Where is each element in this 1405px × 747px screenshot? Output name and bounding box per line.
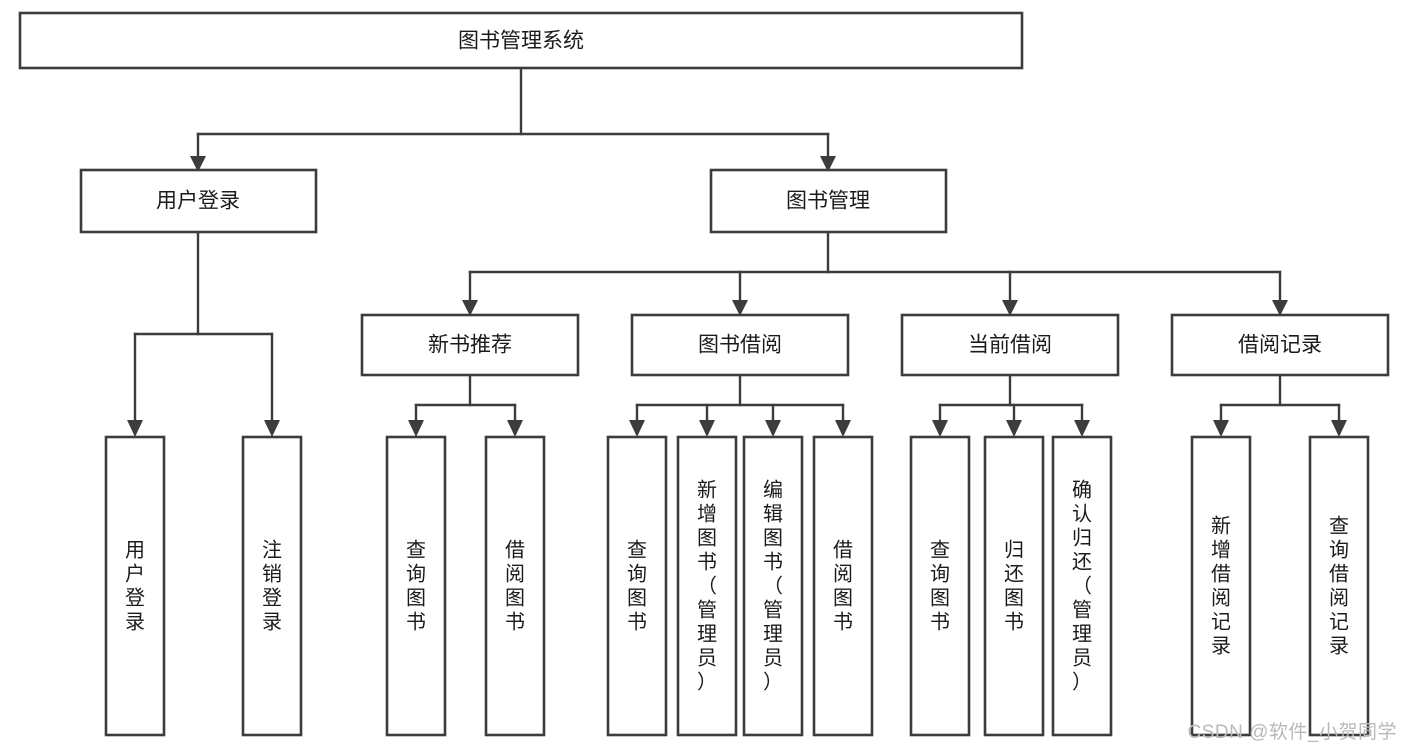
leaf-label: 归还图书 bbox=[1004, 539, 1024, 634]
arrow-head-newbook-leaf1 bbox=[408, 420, 424, 437]
leaf-label: 查询借阅记录 bbox=[1329, 515, 1349, 658]
arrow-head-borrow-leaf4 bbox=[835, 420, 851, 437]
arrow-head-book bbox=[820, 156, 836, 172]
leaf-box[interactable] bbox=[742, 435, 804, 737]
leaf-label: 新增借阅记录 bbox=[1211, 515, 1231, 658]
node-borrow-record-label: 借阅记录 bbox=[1238, 334, 1322, 357]
leaf-node[interactable]: 新增借阅记录 bbox=[1190, 435, 1252, 737]
leaf-node[interactable]: 借阅图书 bbox=[484, 435, 546, 737]
node-book-management-box[interactable] bbox=[709, 168, 948, 234]
arrow-head-current bbox=[1002, 300, 1018, 316]
node-book-management[interactable]: 图书管理 bbox=[709, 168, 948, 234]
arrow-head-leaf-user-login bbox=[127, 420, 143, 437]
node-borrow-record[interactable]: 借阅记录 bbox=[1170, 313, 1390, 377]
node-book-borrow[interactable]: 图书借阅 bbox=[630, 313, 850, 377]
node-book-management-label: 图书管理 bbox=[786, 190, 870, 213]
leaf-label: 查询图书 bbox=[406, 539, 426, 634]
leaf-node[interactable]: 用户登录 bbox=[104, 435, 166, 737]
arrow-head-leaf-logout bbox=[264, 420, 280, 437]
leaf-node[interactable]: 新增图书（管理员） bbox=[676, 435, 738, 737]
node-user-login[interactable]: 用户登录 bbox=[79, 168, 318, 234]
leaf-label: 查询图书 bbox=[930, 539, 950, 634]
leaf-label: 用户登录 bbox=[125, 540, 145, 634]
leaf-box[interactable] bbox=[1308, 435, 1370, 737]
node-root[interactable]: 图书管理系统 bbox=[18, 11, 1024, 70]
leaf-node[interactable]: 借阅图书 bbox=[812, 435, 874, 737]
leaf-box[interactable] bbox=[241, 435, 303, 737]
leaf-label: 新增图书（管理员） bbox=[697, 479, 717, 694]
leaf-node[interactable]: 归还图书 bbox=[983, 435, 1045, 737]
leaf-label: 注销登录 bbox=[262, 539, 282, 634]
leaf-box[interactable] bbox=[1051, 435, 1113, 737]
leaf-box[interactable] bbox=[983, 435, 1045, 737]
leaf-node[interactable]: 查询图书 bbox=[606, 435, 668, 737]
arrow-head-borrow-leaf1 bbox=[629, 420, 645, 437]
leaf-node[interactable]: 查询图书 bbox=[909, 435, 971, 737]
arrow-head-record-leaf1 bbox=[1213, 420, 1229, 437]
leaf-node[interactable]: 查询借阅记录 bbox=[1308, 435, 1370, 737]
node-user-login-box[interactable] bbox=[79, 168, 318, 234]
arrow-head-borrow-leaf3 bbox=[765, 420, 781, 437]
leaf-box[interactable] bbox=[104, 435, 166, 737]
node-current-borrow[interactable]: 当前借阅 bbox=[900, 313, 1120, 377]
leaf-node[interactable]: 编辑图书（管理员） bbox=[742, 435, 804, 737]
leaf-label: 确认归还（管理员） bbox=[1072, 479, 1092, 694]
leaf-node[interactable]: 注销登录 bbox=[241, 435, 303, 737]
arrow-head-current-leaf2 bbox=[1006, 420, 1022, 437]
node-root-box[interactable] bbox=[18, 11, 1024, 70]
leaf-label: 借阅图书 bbox=[505, 539, 525, 634]
arrow-head-current-leaf1 bbox=[932, 420, 948, 437]
node-root-label: 图书管理系统 bbox=[458, 30, 584, 53]
node-book-borrow-box[interactable] bbox=[630, 313, 850, 377]
leaf-box[interactable] bbox=[676, 435, 738, 737]
leaf-label: 借阅图书 bbox=[833, 539, 853, 634]
leaf-box[interactable] bbox=[1190, 435, 1252, 737]
node-new-book-recommend-box[interactable] bbox=[360, 313, 580, 377]
leaf-node[interactable]: 确认归还（管理员） bbox=[1051, 435, 1113, 737]
arrow-head-record-leaf2 bbox=[1331, 420, 1347, 437]
arrow-head-borrow-leaf2 bbox=[699, 420, 715, 437]
arrow-head-current-leaf3 bbox=[1074, 420, 1090, 437]
node-book-borrow-label: 图书借阅 bbox=[698, 334, 782, 357]
connector-layer bbox=[127, 66, 1347, 437]
node-user-login-label: 用户登录 bbox=[156, 190, 240, 213]
arrow-head-login bbox=[190, 156, 206, 172]
leaf-box[interactable] bbox=[812, 435, 874, 737]
arrow-head-borrow bbox=[732, 300, 748, 316]
node-new-book-recommend[interactable]: 新书推荐 bbox=[360, 313, 580, 377]
arrow-head-newbook-leaf2 bbox=[507, 420, 523, 437]
leaf-box[interactable] bbox=[606, 435, 668, 737]
leaf-label: 编辑图书（管理员） bbox=[763, 479, 783, 694]
leaf-box[interactable] bbox=[385, 435, 447, 737]
leaf-box[interactable] bbox=[909, 435, 971, 737]
node-new-book-recommend-label: 新书推荐 bbox=[428, 334, 512, 357]
arrow-head-newbook bbox=[462, 300, 478, 316]
node-borrow-record-box[interactable] bbox=[1170, 313, 1390, 377]
arrow-head-record bbox=[1272, 300, 1288, 316]
leaf-label: 查询图书 bbox=[627, 539, 647, 634]
leaf-box[interactable] bbox=[484, 435, 546, 737]
node-current-borrow-box[interactable] bbox=[900, 313, 1120, 377]
node-current-borrow-label: 当前借阅 bbox=[968, 334, 1052, 357]
leaf-node[interactable]: 查询图书 bbox=[385, 435, 447, 737]
